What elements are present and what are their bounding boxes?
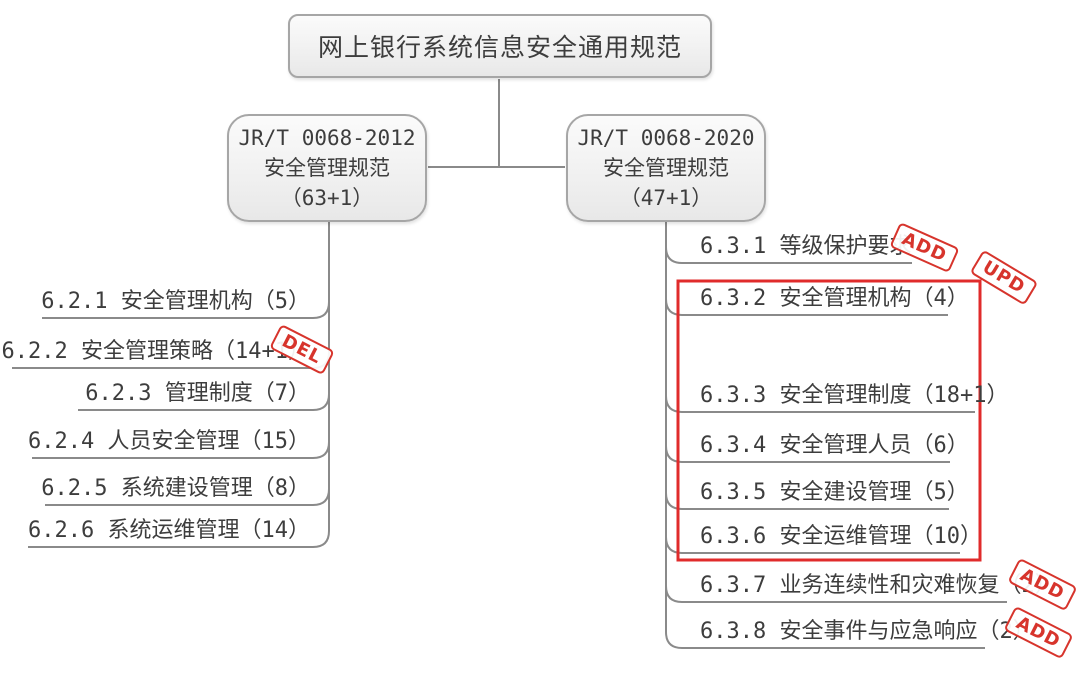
- branch-line-6-3-8: [665, 222, 985, 649]
- branch-line-6-3-5: [665, 222, 949, 510]
- item-6-3-8: 6.3.8 安全事件与应急响应（2）: [700, 619, 1035, 644]
- node-jrt-0068-2012: JR/T 0068-2012 安全管理规范 （63+1）: [227, 114, 427, 222]
- left-node-line3: （63+1）: [280, 186, 374, 210]
- item-6-3-2: 6.3.2 安全管理机构（4）: [700, 286, 969, 311]
- left-node-line1: JR/T 0068-2012: [238, 126, 416, 150]
- item-6-3-6: 6.3.6 安全运维管理（10）: [700, 524, 982, 549]
- branch-line-6-2-6: [28, 222, 330, 548]
- node-jrt-0068-2020: JR/T 0068-2020 安全管理规范 （47+1）: [566, 114, 766, 222]
- right-node-line2: 安全管理规范: [603, 156, 729, 180]
- item-6-3-4: 6.3.4 安全管理人员（6）: [700, 433, 969, 458]
- item-6-3-1: 6.3.1 等级保护要求: [700, 234, 912, 259]
- item-6-2-4: 6.2.4 人员安全管理（15）: [28, 429, 310, 454]
- left-node-line2: 安全管理规范: [264, 156, 390, 180]
- item-6-3-5: 6.3.5 安全建设管理（5）: [700, 480, 969, 505]
- item-6-2-1: 6.2.1 安全管理机构（5）: [41, 289, 310, 314]
- root-node: 网上银行系统信息安全通用规范: [288, 14, 712, 78]
- right-node-line1: JR/T 0068-2020: [577, 126, 755, 150]
- right-node-line3: （47+1）: [619, 186, 713, 210]
- updated-group-highlight: [676, 279, 982, 562]
- item-6-2-6: 6.2.6 系统运维管理（14）: [28, 518, 310, 543]
- root-node-label: 网上银行系统信息安全通用规范: [317, 33, 682, 62]
- item-6-2-2: 6.2.2 安全管理策略（14+1）: [1, 339, 310, 364]
- item-6-3-3: 6.3.3 安全管理制度（18+1）: [700, 383, 1009, 408]
- item-6-3-7: 6.3.7 业务连续性和灾难恢复（2）: [700, 573, 1057, 598]
- item-6-2-3: 6.2.3 管理制度（7）: [85, 381, 310, 406]
- item-6-2-5: 6.2.5 系统建设管理（8）: [41, 476, 310, 501]
